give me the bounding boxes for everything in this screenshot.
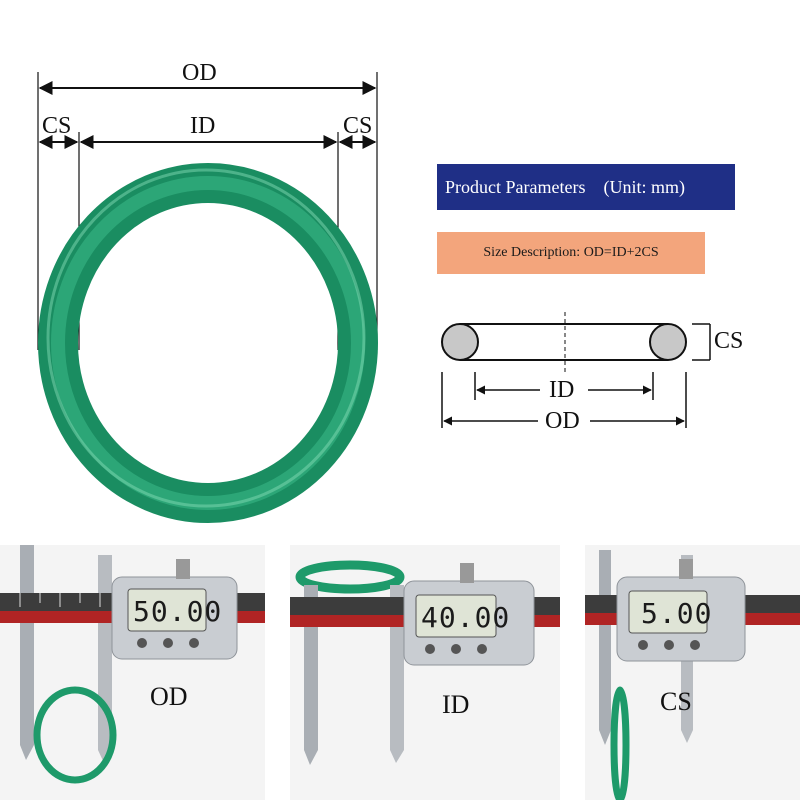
od-label: OD xyxy=(182,60,217,86)
cs-right-label: CS xyxy=(343,113,373,139)
oring-dimension-diagram xyxy=(37,72,378,523)
caliper-od: 50.00 xyxy=(0,545,265,784)
photo-od-label: OD xyxy=(150,682,188,711)
size-description-banner: Size Description: OD=ID+2CS xyxy=(437,232,705,274)
photo-id-measurement: 40.00 ID xyxy=(290,545,560,800)
cross-section-diagram xyxy=(441,312,711,428)
size-description-text: Size Description: OD=ID+2CS xyxy=(483,245,659,260)
od-lcd-reading: 50.00 xyxy=(133,595,222,628)
cross-section-right-circle xyxy=(649,323,687,361)
photo-od-measurement: 50.00 OD xyxy=(0,545,265,800)
id-green-ring xyxy=(295,560,405,594)
caliper-id: 40.00 xyxy=(290,560,560,765)
photo-id-label: ID xyxy=(442,690,470,719)
cs-left-label: CS xyxy=(42,113,72,139)
cs-green-ring xyxy=(610,686,630,800)
oring-highlight xyxy=(51,176,365,510)
cs-lcd-reading: 5.00 xyxy=(641,597,712,630)
product-parameters-banner: Product Parameters (Unit: mm) xyxy=(437,164,735,210)
id-lcd-reading: 40.00 xyxy=(421,601,510,634)
id-label: ID xyxy=(190,113,216,139)
photo-cs-measurement: 5.00 CS xyxy=(585,545,800,800)
caliper-cs: 5.00 xyxy=(585,550,800,800)
cross-section-left-circle xyxy=(441,323,479,361)
photo-cs-label: CS xyxy=(660,687,692,716)
cross-section-cs-label: CS xyxy=(714,328,744,354)
cross-section-id-label: ID xyxy=(549,377,575,403)
od-green-ring xyxy=(33,686,117,784)
unit-label: (Unit: mm) xyxy=(603,176,685,197)
cross-section-od-label: OD xyxy=(545,408,580,434)
product-parameters-title: Product Parameters xyxy=(445,176,586,197)
